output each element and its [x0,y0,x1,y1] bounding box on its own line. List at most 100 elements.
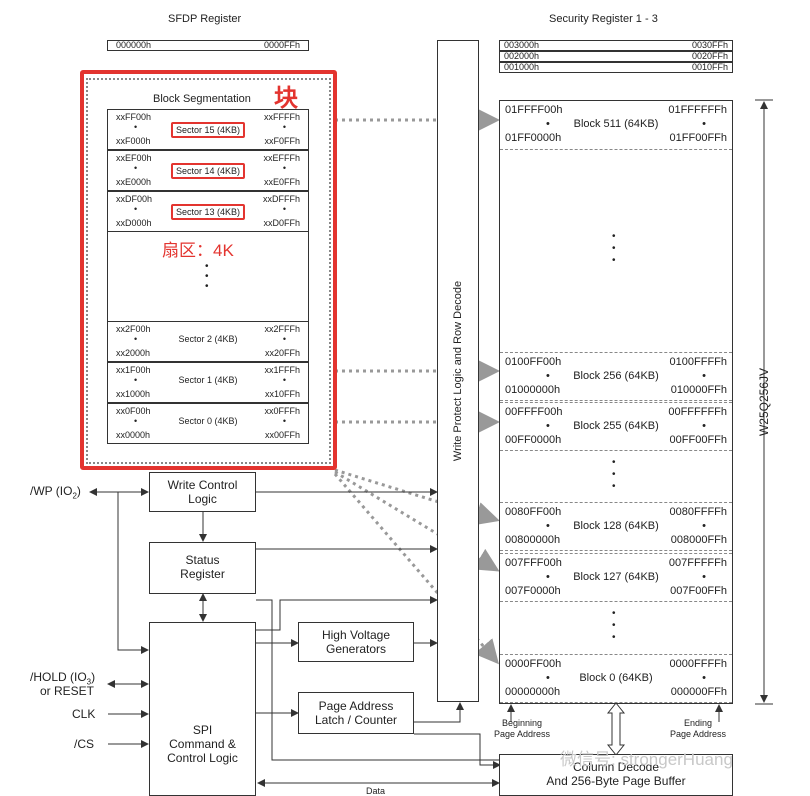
sector-end-high: xx0FFFh [264,406,300,416]
sector-start-high: xx1F00h [116,365,151,375]
data-label: Data [366,786,386,796]
sector-end-high: xxDFFFh [263,194,300,204]
block-dot: • [546,118,550,130]
status-register: Status Register [149,542,256,594]
sector-start-low: xxD000h [116,218,152,228]
sector-label: Sector 1 (4KB) [178,375,238,385]
security-register-start: 002000h [504,51,540,61]
ending-page-address: Ending Page Address [670,718,727,739]
block-end-low: 008000FFh [670,534,727,546]
sector-start-high: xx2F00h [116,324,151,334]
sector-dot: • [134,204,138,214]
block-start-low: 01000000h [505,384,561,396]
block-start-high: 0100FF00h [505,356,562,368]
pin-cs: /CS [74,737,95,751]
security-register-end: 0020FFh [691,51,728,61]
pin-hold: /HOLD (IO3) [30,670,96,687]
sector-end-low: xx10FFh [264,389,300,399]
block-end-low: 000000FFh [670,686,727,698]
block-label: Block 127 (64KB) [573,571,659,583]
sector-end-low: xxE0FFh [263,177,300,187]
block-end-high: 0100FFFFh [669,356,727,368]
chip-name: W25Q256JV [757,367,771,437]
block-label: Block 255 (64KB) [573,420,659,432]
block-end-high: 007FFFFFh [668,557,727,569]
security-register-end: 0030FFh [691,40,728,50]
sector-start-low: xxE000h [116,177,152,187]
pin-reset: or RESET [40,684,95,698]
write-protect-logic: Write Protect Logic and Row Decode [437,40,479,702]
block-segmentation [86,78,331,464]
blocks-ellipsis-3: ••• [612,608,616,643]
block-end-high: 01FFFFFFh [668,104,727,116]
sector-start-low: xx2000h [116,348,151,358]
sector-dot: • [134,163,138,173]
block-end-low: 007F00FFh [670,585,727,597]
column-decode: Column Decode And 256-Byte Page Buffer [499,754,733,796]
block-row: 007FFF00h 007F0000h 007FFFFFh • • 007F00FFh Bl… [500,553,732,602]
sector-dot: • [134,122,138,132]
block-label: Block 511 (64KB) [573,118,659,130]
block-label: Block 0 (64KB) [579,672,653,684]
sector-start-high: xxDF00h [116,194,153,204]
block-dot: • [546,520,550,532]
block-dot: • [702,571,706,583]
ellipsis-dot: • [205,281,209,292]
block-start-low: 007F0000h [505,585,561,597]
block-dot: • [702,420,706,432]
pin-clk: CLK [72,707,96,721]
block-dot: • [702,370,706,382]
security-register-title: Security Register 1 - 3 [549,13,658,25]
pin-wp: /WP (IO2) [30,484,81,501]
block-label: Block 128 (64KB) [573,520,659,532]
write-protect-label: Write Protect Logic and Row Decode [452,280,464,462]
page-address-latch: Page Address Latch / Counter [298,692,414,734]
block-dot: • [546,420,550,432]
block-end-high: 0080FFFFh [669,506,727,518]
blocks-ellipsis-2: ••• [612,457,616,492]
sector-start-high: xxEF00h [116,153,152,163]
block-dot: • [546,571,550,583]
write-control-logic: Write Control Logic [149,472,256,512]
sector-end-high: xxFFFFh [264,112,300,122]
block-annotation: 块 [274,85,298,112]
blocks-ellipsis-1: ••• [612,231,616,266]
block-end-high: 0000FFFFh [669,658,727,670]
block-end-low: 00FF00FFh [669,434,727,446]
block-start-high: 007FFF00h [505,557,562,569]
sfdp-start: 000000h [116,40,152,50]
sector-dot: • [134,334,138,344]
ellipsis-dot: • [205,261,209,272]
sector-start-low: xxF000h [116,136,151,146]
sector-dot: • [282,204,286,214]
sector-end-high: xxEFFFh [263,153,300,163]
block-segmentation-title: Block Segmentation [153,93,251,105]
block-start-high: 01FFFF00h [505,104,563,116]
block-end-low: 01FF00FFh [669,132,727,144]
sector-dot: • [282,416,286,426]
security-register-row: 002000h 0020FFh [499,51,733,62]
sector-dot: • [282,334,286,344]
ellipsis-dot: • [205,271,209,282]
sector-dot: • [282,122,286,132]
sfdp-register: 000000h 0000FFh [107,40,309,51]
block-end-high: 00FFFFFFh [668,406,727,418]
block-dot: • [702,118,706,130]
sector-dot: • [134,416,138,426]
sector-annotation: 扇区：4K [162,241,234,260]
sfdp-register-title: SFDP Register [168,13,242,25]
watermark: 微信号: strongerHuang [560,750,733,769]
sector-dot: • [134,375,138,385]
block-start-low: 00800000h [505,534,561,546]
spi-control-logic: SPI Command & Control Logic [149,622,256,796]
block-start-high: 00FFFF00h [505,406,563,418]
